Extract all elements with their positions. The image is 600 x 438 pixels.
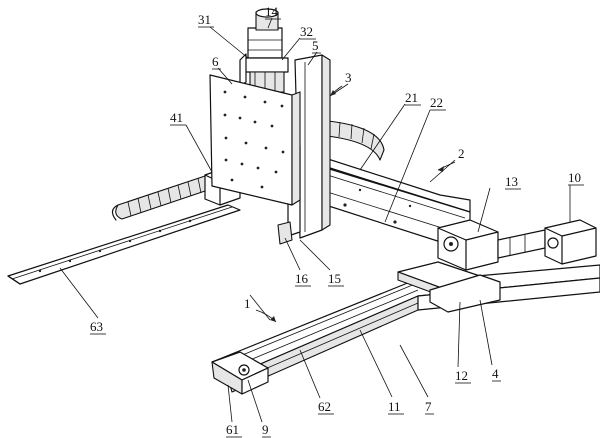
motor-13: [437, 219, 499, 271]
leader-lines: [59, 17, 571, 423]
drive-shaft: [497, 229, 546, 259]
callout-63: 63: [90, 319, 103, 334]
coupling-32: [243, 57, 289, 93]
arm-63: [7, 204, 241, 285]
callout-13: 13: [505, 174, 518, 189]
callout-2: 2: [458, 146, 465, 161]
callout-3: 3: [345, 70, 352, 85]
motor-10: [544, 219, 597, 265]
drag-chain-left: [111, 175, 209, 221]
direction-arrows: [255, 85, 456, 323]
callout-22: 22: [430, 95, 443, 110]
end-block-61: [211, 351, 269, 395]
callout-9: 9: [262, 422, 269, 437]
callout-61: 61: [226, 422, 239, 437]
callout-11: 11: [388, 399, 401, 414]
carriage-plate-4: [397, 261, 501, 313]
callout-41: 41: [170, 110, 183, 125]
vertical-column-3: [294, 54, 331, 239]
callout-4: 4: [492, 366, 499, 381]
callout-10: 10: [568, 170, 581, 185]
callout-32: 32: [300, 24, 313, 39]
callout-15: 15: [328, 271, 341, 286]
callout-6: 6: [212, 54, 219, 69]
callout-1: 1: [244, 296, 251, 311]
callout-21: 21: [405, 90, 418, 105]
callout-7: 7: [425, 399, 432, 414]
base-rail-1: [211, 264, 600, 393]
callout-12: 12: [455, 368, 468, 383]
callout-62: 62: [318, 399, 331, 414]
callout-31: 31: [198, 12, 211, 27]
callout-5: 5: [312, 38, 319, 53]
callout-16: 16: [295, 271, 309, 286]
callout-14: 14: [265, 4, 279, 19]
motor-14: [247, 8, 283, 59]
motor-base-31: [239, 53, 247, 87]
callouts: 31 14 32 5 3 6 21 22 41 2 13 10 16 15 1 …: [90, 4, 584, 438]
mounting-plate-6: [209, 74, 301, 206]
